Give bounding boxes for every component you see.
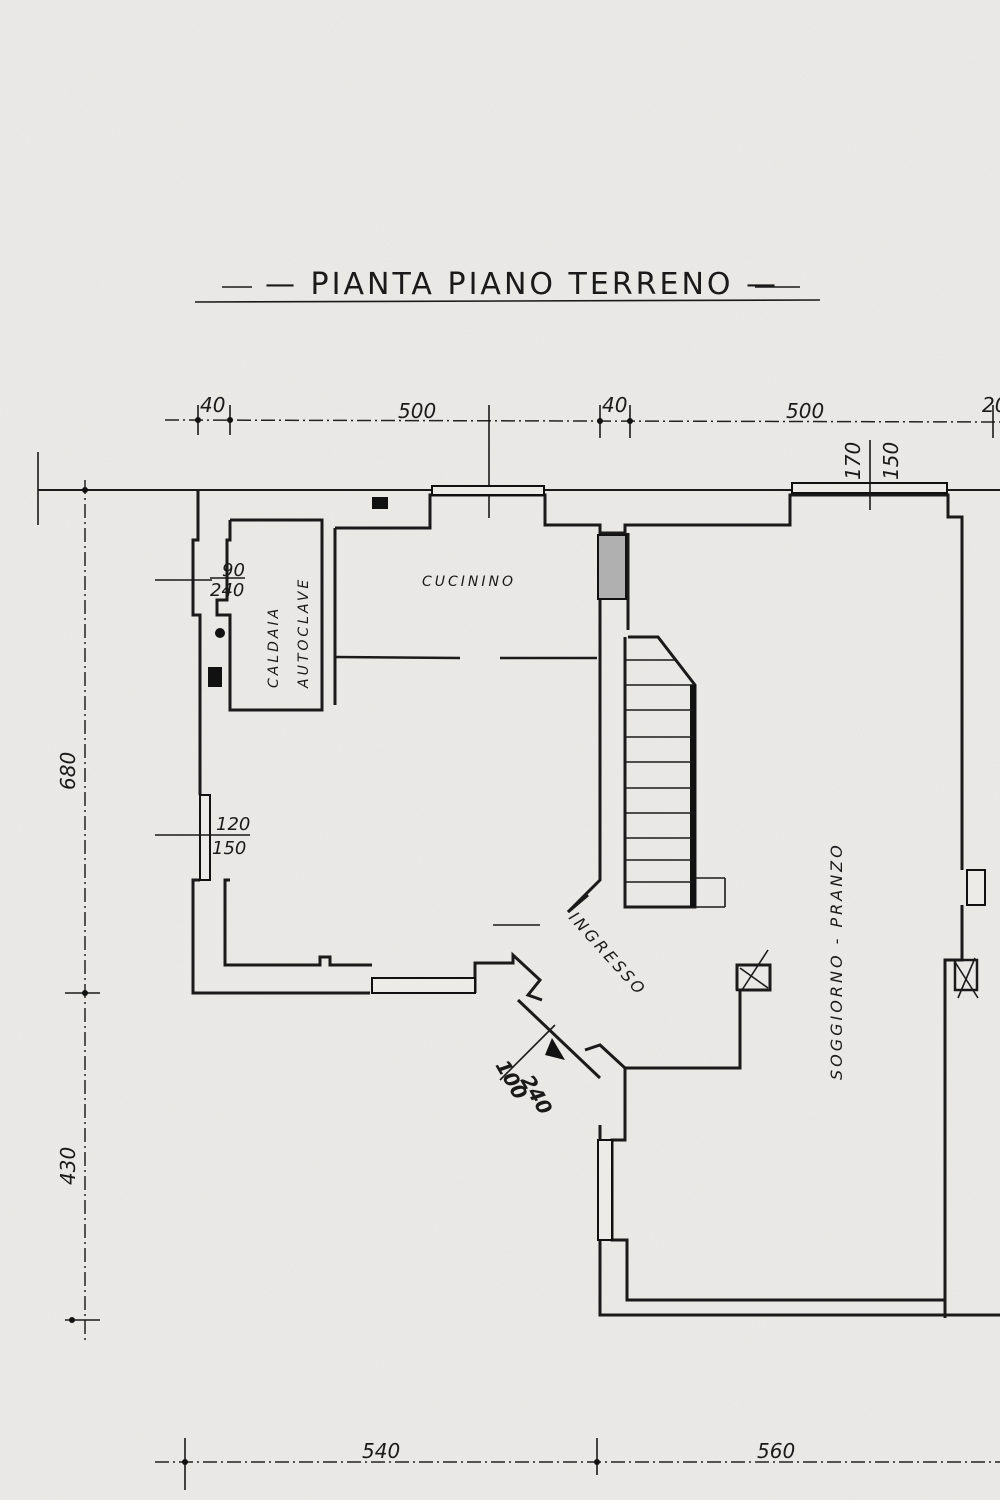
annotation-window-top-right: 170 150 [841, 440, 903, 510]
room-label-cucinino: CUCININO [422, 574, 516, 590]
plan-title: — PIANTA PIANO TERRENO — [265, 267, 779, 302]
water-tank-icon [208, 667, 222, 687]
shaft-box [735, 949, 772, 992]
dim-bottom-2: 560 [757, 1439, 795, 1463]
window-bottom [371, 977, 476, 994]
room-label-caldaia: CALDAIA [266, 606, 282, 688]
door-swing-entrance [493, 893, 589, 926]
dim-top-3: 40 [602, 393, 627, 417]
bottom-dimension-line: 540 560 [155, 1438, 1000, 1490]
shaft-box [953, 957, 979, 999]
svg-text:150: 150 [212, 838, 246, 859]
svg-text:120: 120 [216, 814, 250, 835]
window-far-right [966, 869, 986, 906]
title-block: — PIANTA PIANO TERRENO — [194, 267, 821, 303]
dim-left-1: 680 [56, 752, 80, 790]
svg-text:90: 90 [222, 560, 245, 581]
window-right [597, 1139, 613, 1241]
chimney-flue [597, 534, 627, 600]
dim-top-2: 500 [398, 399, 436, 423]
svg-text:170: 170 [841, 442, 865, 480]
annotation-window-left-upper: 90 240 [155, 560, 245, 601]
dim-bottom-1: 540 [362, 1439, 400, 1463]
top-dimension-line: 40 500 40 500 20 [164, 393, 1000, 518]
dim-top-1: 40 [200, 393, 225, 417]
window-left [199, 794, 211, 881]
vent-icon [372, 497, 388, 509]
annotation-window-left-lower: 120 150 [155, 814, 250, 859]
staircase [623, 635, 726, 909]
window-top-1 [431, 485, 545, 496]
dim-top-5: 20 [982, 393, 1000, 417]
boiler-icon [215, 628, 225, 638]
dim-top-4: 500 [786, 399, 824, 423]
svg-text:150: 150 [879, 442, 903, 480]
dim-left-2: 430 [56, 1147, 80, 1185]
room-label-soggiorno-pranzo: SOGGIORNO - PRANZO [827, 842, 846, 1080]
svg-text:240: 240 [210, 580, 244, 601]
room-label-autoclave: AUTOCLAVE [296, 577, 312, 689]
